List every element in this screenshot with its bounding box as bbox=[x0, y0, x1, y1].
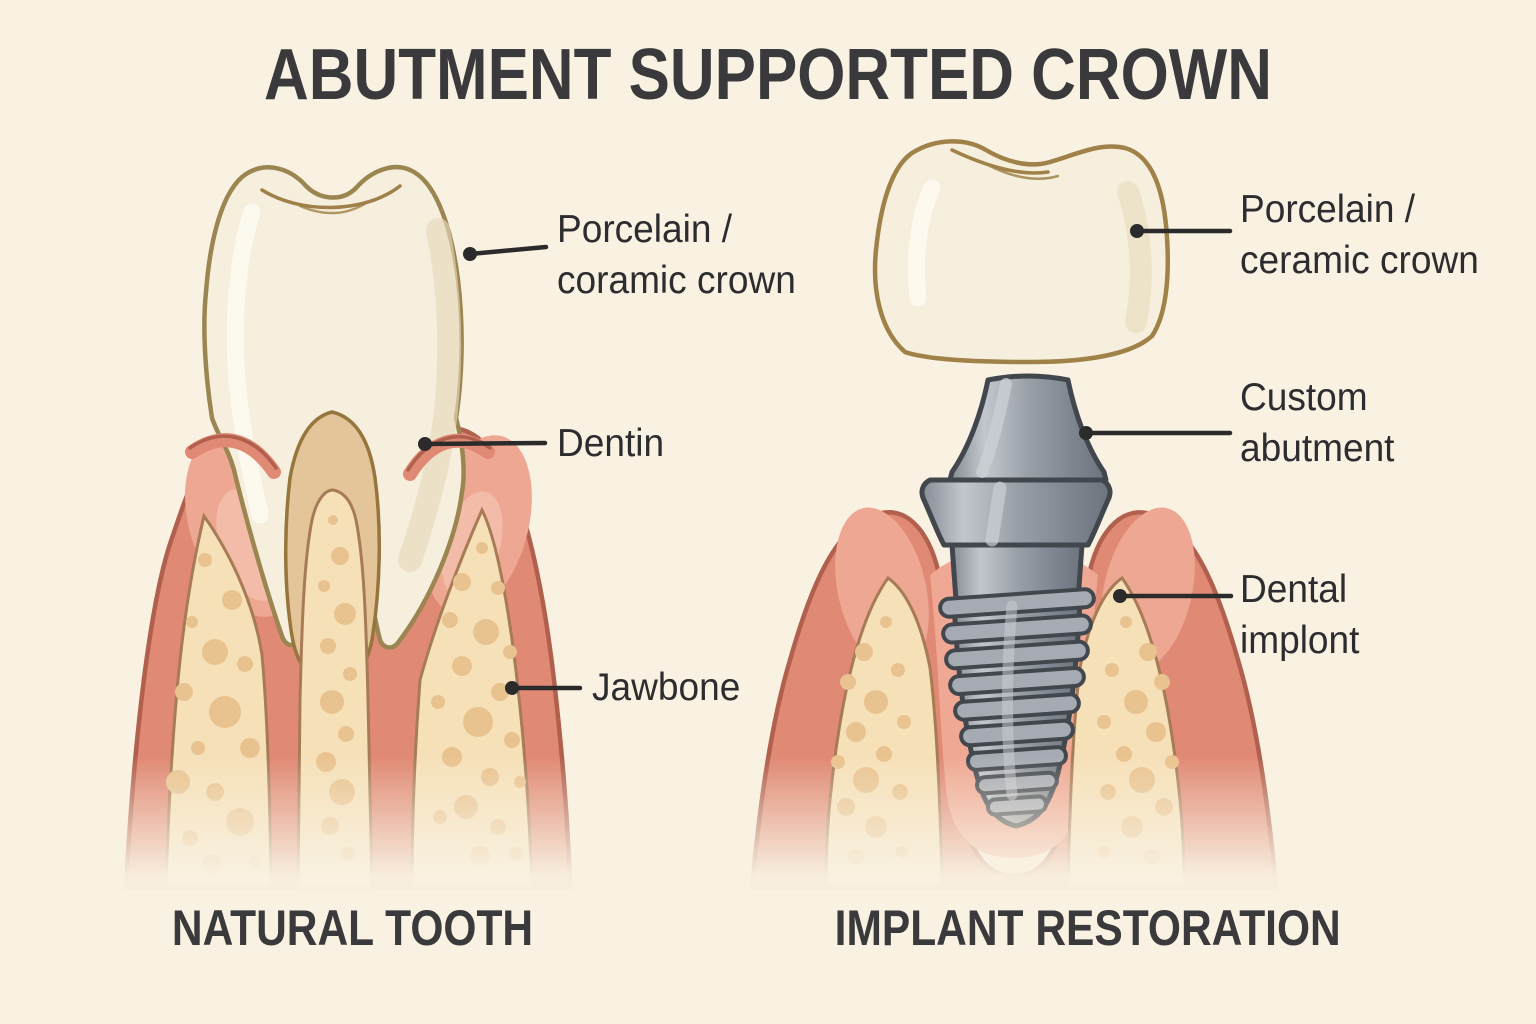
bone-spot bbox=[209, 696, 241, 728]
label-line: implont bbox=[1240, 619, 1360, 662]
bone-spot bbox=[840, 674, 856, 690]
bone-spot bbox=[1120, 616, 1132, 628]
label-line: Jawbone bbox=[592, 666, 741, 709]
page-title: ABUTMENT SUPPORTED CROWN bbox=[264, 35, 1272, 115]
crown-shading bbox=[1117, 181, 1152, 333]
leader-line-dentin bbox=[422, 440, 548, 447]
bone-spot bbox=[880, 616, 892, 628]
bone-spot bbox=[1154, 674, 1170, 690]
bone-spot bbox=[476, 542, 488, 554]
label-line: Dentin bbox=[557, 422, 665, 465]
label-line: coramic crown bbox=[557, 259, 796, 302]
bone-spot bbox=[431, 695, 445, 709]
bottom-fade bbox=[40, 756, 1500, 916]
label-custom-abutment: Custom abutment bbox=[1240, 372, 1394, 474]
caption-natural-tooth: NATURAL TOOTH bbox=[171, 900, 534, 956]
label-porcelain-crown-right: Porcelain / ceramic crown bbox=[1240, 184, 1479, 286]
bone-spot bbox=[855, 643, 873, 661]
label-jawbone: Jawbone bbox=[592, 662, 740, 713]
leader-dot-dentin bbox=[418, 437, 432, 451]
crown-highlight bbox=[908, 179, 941, 307]
bone-spot bbox=[1139, 643, 1157, 661]
bone-spot bbox=[503, 645, 517, 659]
bone-spot bbox=[334, 603, 356, 625]
label-dentin: Dentin bbox=[557, 418, 664, 469]
bone-spot bbox=[1097, 715, 1111, 729]
tooth-highlight bbox=[226, 203, 269, 524]
bone-spot bbox=[453, 573, 471, 591]
label-dental-implant: Dental implont bbox=[1240, 564, 1359, 666]
bone-spot bbox=[320, 638, 336, 654]
bone-spot bbox=[186, 616, 198, 628]
bone-spot bbox=[463, 707, 493, 737]
gum-margin bbox=[188, 434, 278, 470]
leader-dot-custom-abutment bbox=[1079, 426, 1093, 440]
bone-spot bbox=[452, 656, 472, 676]
abutment-base bbox=[919, 477, 1113, 548]
bone-spot bbox=[891, 663, 905, 677]
bone-spot bbox=[338, 726, 354, 742]
bone-spot bbox=[198, 553, 212, 567]
bottom-fade bbox=[40, 900, 1500, 1024]
bone-spot bbox=[328, 515, 338, 525]
leader-line-porcelain-left bbox=[467, 244, 549, 257]
label-line: abutment bbox=[1240, 427, 1395, 470]
bone-spot bbox=[504, 732, 520, 748]
gum-margin bbox=[185, 433, 281, 479]
bone-spot bbox=[202, 639, 228, 665]
caption-implant-restoration: IMPLANT RESTORATION bbox=[834, 900, 1341, 956]
leader-dot-porcelain-left bbox=[463, 247, 477, 261]
bone-spot bbox=[175, 683, 193, 701]
implant-highlight bbox=[976, 378, 1012, 478]
tooth-shading bbox=[398, 218, 462, 572]
crown-groove bbox=[988, 164, 1060, 180]
bone-spot bbox=[331, 547, 349, 565]
label-line: ceramic crown bbox=[1240, 239, 1479, 282]
bone-spot bbox=[897, 715, 911, 729]
bone-spot bbox=[442, 612, 458, 628]
bone-spot bbox=[1124, 690, 1148, 714]
crown-groove bbox=[950, 148, 1050, 175]
leader-lines bbox=[418, 224, 1234, 695]
leader-dot-jawbone bbox=[505, 681, 519, 695]
bone-spot bbox=[846, 722, 866, 742]
bone-spot bbox=[222, 590, 242, 610]
implant-crown bbox=[872, 139, 1171, 365]
label-porcelain-crown-left: Porcelain / coramic crown bbox=[557, 204, 796, 306]
bone-spot bbox=[240, 738, 260, 758]
enamel-groove bbox=[298, 200, 370, 215]
bone-spot bbox=[491, 581, 505, 595]
bone-spot bbox=[237, 656, 253, 672]
bone-spot bbox=[191, 741, 205, 755]
label-line: Porcelain / bbox=[557, 208, 733, 251]
label-line: Custom bbox=[1240, 376, 1368, 419]
bone-spot bbox=[343, 667, 357, 681]
enamel-groove bbox=[260, 184, 402, 210]
leader-dot-porcelain-right bbox=[1130, 224, 1144, 238]
bone-spot bbox=[864, 690, 888, 714]
implant-highlight bbox=[985, 481, 1007, 547]
bone-spot bbox=[491, 683, 509, 701]
bone-spot bbox=[1146, 722, 1166, 742]
label-line: Dental bbox=[1240, 568, 1348, 611]
bone-spot bbox=[318, 580, 330, 592]
bone-spot bbox=[473, 619, 499, 645]
leader-dot-dental-implant bbox=[1113, 589, 1127, 603]
bone-spot bbox=[1105, 663, 1119, 677]
label-line: Porcelain / bbox=[1240, 188, 1416, 231]
bone-spot bbox=[320, 690, 344, 714]
